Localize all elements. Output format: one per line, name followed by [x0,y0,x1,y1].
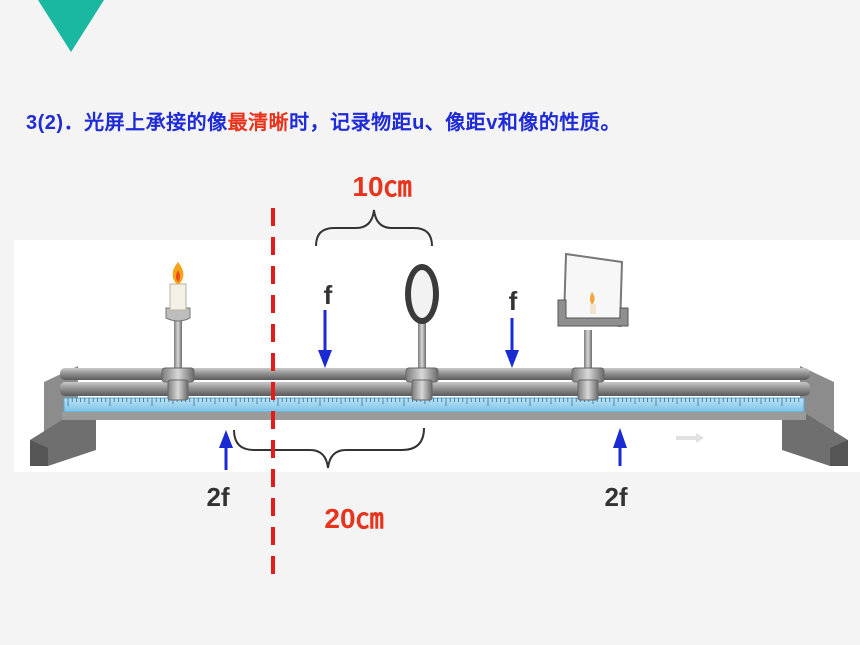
two-f-right-arrow [613,428,627,466]
distance-label-bottom: 20㎝ [324,503,383,534]
bench-base [62,412,806,420]
convex-lens [405,264,439,401]
title-suffix: 时，记录物距u、像距v和像的性质。 [289,112,621,134]
two-f-left-arrow [219,430,233,470]
f-left-label: f [324,280,333,310]
candle [161,262,195,401]
corner-triangle-icon [38,0,104,52]
two-f-left-label: 2f [206,482,229,512]
two-f-right-label: 2f [604,482,627,512]
faint-arrow-icon [676,433,704,443]
ruler-ticks [67,398,800,406]
bench-rod-front [60,382,810,396]
bottom-brace [233,427,425,469]
f-right-arrow [505,318,519,368]
f-left-arrow [318,310,332,368]
light-screen [557,252,629,401]
top-brace [315,209,433,247]
title-highlight: 最清晰 [227,112,290,134]
title-prefix: 3(2)．光屏上承接的像 [26,112,228,134]
diagram-background [14,240,860,472]
distance-label-top: 10㎝ [352,171,411,202]
page-title: 3(2)．光屏上承接的像最清晰时，记录物距u、像距v和像的性质。 [26,106,621,135]
f-right-label: f [509,286,518,316]
